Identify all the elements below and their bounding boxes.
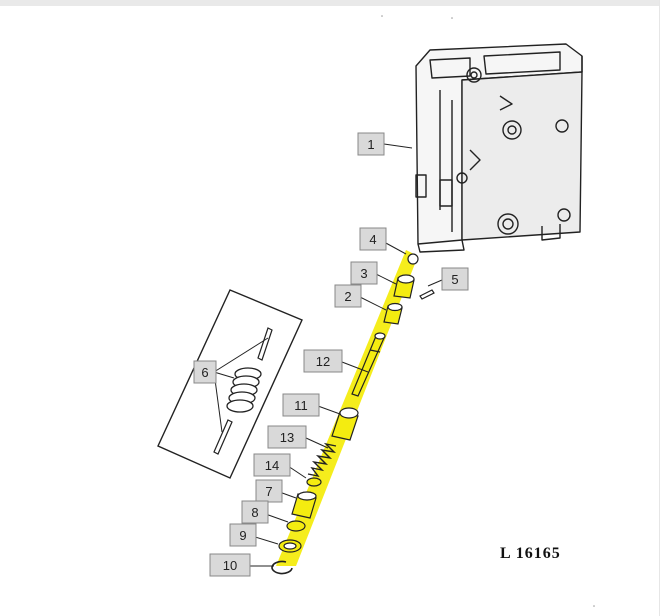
- detail-inset: [157, 289, 303, 479]
- callout-10: 10: [209, 553, 251, 577]
- svg-text:2: 2: [344, 289, 351, 304]
- callout-9: 9: [229, 523, 257, 547]
- callout-11: 11: [282, 393, 320, 417]
- svg-text:7: 7: [265, 484, 272, 499]
- part-13-spring: [307, 442, 337, 478]
- callout-5: 5: [441, 267, 469, 291]
- part-9-ring: [278, 539, 302, 553]
- svg-text:8: 8: [251, 505, 258, 520]
- callout-13: 13: [267, 425, 307, 449]
- part-10-snap-ring: [271, 560, 293, 575]
- svg-text:5: 5: [451, 272, 458, 287]
- callout-7: 7: [255, 479, 283, 503]
- callout-3: 3: [350, 261, 378, 285]
- part-3-plug: [393, 274, 415, 299]
- callout-12: 12: [303, 349, 343, 373]
- inset-pin-lower: [213, 419, 233, 455]
- scan-speck: [593, 605, 595, 607]
- svg-text:4: 4: [369, 232, 376, 247]
- scan-speck: [451, 17, 453, 19]
- part-2-seat: [383, 302, 403, 325]
- part-4-ball: [407, 253, 419, 265]
- inset-pin-upper: [257, 327, 273, 361]
- top-band: [0, 0, 660, 6]
- callout-14: 14: [253, 453, 291, 477]
- callout-2: 2: [334, 284, 362, 308]
- valve-housing: [415, 43, 583, 253]
- svg-text:11: 11: [294, 398, 308, 413]
- callout-8: 8: [241, 500, 269, 524]
- part-11-sleeve: [331, 407, 359, 441]
- callout-6: 6: [193, 360, 217, 384]
- part-5-pin: [419, 289, 435, 300]
- svg-text:3: 3: [360, 266, 367, 281]
- part-8-ring: [286, 520, 306, 532]
- svg-text:12: 12: [316, 354, 330, 369]
- svg-text:14: 14: [265, 458, 279, 473]
- svg-text:10: 10: [223, 558, 237, 573]
- figure-reference: L 16165: [500, 545, 561, 562]
- part-14-washer: [306, 477, 322, 487]
- svg-text:6: 6: [201, 365, 208, 380]
- inset-spring-stack: [226, 367, 262, 413]
- svg-text:9: 9: [239, 528, 246, 543]
- part-7-body: [291, 491, 317, 519]
- svg-text:1: 1: [367, 137, 374, 152]
- callout-1: 1: [357, 132, 385, 156]
- callout-4: 4: [359, 227, 387, 251]
- svg-text:13: 13: [280, 430, 294, 445]
- part-12-rod: [351, 332, 386, 397]
- scan-speck: [381, 15, 383, 17]
